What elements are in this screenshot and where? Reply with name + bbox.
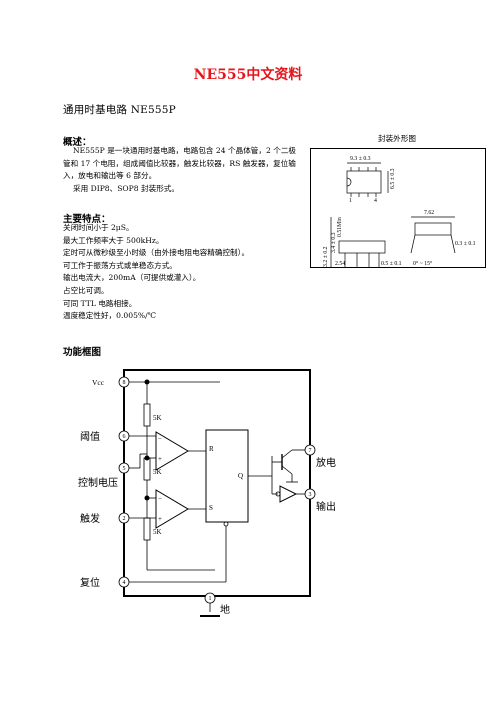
pin-number: 5 xyxy=(123,466,126,472)
label-resistor: 5K xyxy=(153,414,162,422)
page-subtitle: 通用时基电路 NE555P xyxy=(63,104,176,116)
label-vcc: Vcc xyxy=(92,378,105,387)
feature-item: 可同 TTL 电路相接。 xyxy=(63,298,137,308)
label-ff-r: R xyxy=(209,445,214,453)
features-list: 关闭时间小于 2μS。 最大工作频率大于 500kHz。 定时可从微秒级至小时级… xyxy=(63,222,249,323)
dim-row-spacing: 7.62 xyxy=(424,210,434,216)
package-drawing: 9.3 ± 0.3 6.5 ± 0.3 1 4 7.62 3.2 ± 0.2 3… xyxy=(310,148,486,268)
threshold-comparator xyxy=(155,431,189,471)
overview-heading: 概述： xyxy=(63,137,92,148)
functional-diagram-heading: 功能框图 xyxy=(63,347,102,358)
label-ff-q: Q xyxy=(238,472,243,480)
package-outline-svg: 9.3 ± 0.3 6.5 ± 0.3 1 4 7.62 3.2 ± 0.2 3… xyxy=(323,156,476,267)
dim-body-height: 3.4 ± 0.3 xyxy=(331,232,337,253)
label-resistor: 5K xyxy=(153,528,162,536)
pin-number: 2 xyxy=(123,516,126,522)
pin-ground xyxy=(204,592,216,604)
pin-discharge xyxy=(304,444,316,456)
dim-lead-thickness: 0.3 ± 0.1 xyxy=(455,241,476,247)
label-resistor: 5K xyxy=(153,468,162,476)
features-heading: 主要特点： xyxy=(63,214,111,225)
overview-paragraph: NE555P 是一块通用时基电路，电路包含 24 个晶体管，2 个二极管和 17… xyxy=(63,146,297,181)
pin-reset xyxy=(118,576,130,588)
feature-item: 占空比可调。 xyxy=(63,285,109,295)
feature-item: 关闭时间小于 2μS。 xyxy=(63,223,134,232)
dim-pitch: 2.54 xyxy=(335,261,345,267)
package-notch xyxy=(346,177,352,187)
label-ff-s: S xyxy=(209,504,213,512)
pin-number: 7 xyxy=(309,448,312,454)
feature-item: 可工作于振荡方式或单稳态方式。 xyxy=(63,260,177,270)
label-control-voltage: 控制电压 xyxy=(78,476,118,489)
package-caption: 封装外形图 xyxy=(378,134,416,143)
dim-body-length: 9.3 ± 0.3 xyxy=(350,156,371,162)
dim-lead-width: 0.5 ± 0.1 xyxy=(381,261,402,267)
feature-item: 定时可从微秒级至小时级（由外接电阻电容精确控制）。 xyxy=(63,248,250,258)
label-trigger: 触发 xyxy=(80,512,100,525)
page-title: NE555中文资料 xyxy=(193,67,303,83)
pin-number: 8 xyxy=(123,380,126,386)
pin-number: 6 xyxy=(123,434,126,440)
comparator-plus: + xyxy=(158,515,162,523)
feature-item: 温度稳定性好，0.005%/℃ xyxy=(63,311,157,321)
divider-resistor-middle xyxy=(143,457,151,481)
overview-package-note: 采用 DIP8、SOP8 封装形式。 xyxy=(73,184,179,193)
pin-trigger xyxy=(118,512,130,524)
dim-body-width: 6.5 ± 0.3 xyxy=(390,168,396,189)
output-buffer xyxy=(279,485,298,503)
dim-pin4: 4 xyxy=(374,198,377,204)
dim-lead-height: 3.2 ± 0.2 xyxy=(323,246,329,267)
label-ground: 地 xyxy=(220,603,230,616)
pin-vcc xyxy=(118,376,130,388)
label-reset: 复位 xyxy=(80,576,100,589)
pin-control xyxy=(118,462,130,474)
divider-resistor-lower xyxy=(143,517,151,541)
trigger-comparator xyxy=(155,489,189,529)
divider-resistor-upper xyxy=(143,403,151,427)
pin-number: 4 xyxy=(123,580,126,586)
pin-output xyxy=(304,488,316,500)
functional-block-diagram: 8 6 5 2 4 1 7 3 Vcc 阈值 控制电压 触发 复位 地 放电 输… xyxy=(78,369,336,617)
comparator-plus: + xyxy=(158,455,162,463)
package-top-body xyxy=(346,170,382,194)
feature-item: 输出电流大，200mA（可提供或灌入）。 xyxy=(63,273,201,283)
pin-threshold xyxy=(118,430,130,442)
label-discharge: 放电 xyxy=(316,456,336,469)
label-threshold: 阈值 xyxy=(80,430,100,443)
pin-number: 3 xyxy=(309,492,312,498)
comparator-minus: − xyxy=(158,435,162,443)
dim-angle: 0° ~ 15° xyxy=(413,260,433,267)
feature-item: 最大工作频率大于 500kHz。 xyxy=(63,235,164,245)
dim-pin1: 1 xyxy=(349,198,352,204)
chip-outline xyxy=(123,369,311,597)
dim-seating: 0.51Min xyxy=(337,217,343,237)
label-output: 输出 xyxy=(316,500,336,513)
pin-number: 1 xyxy=(209,596,212,602)
comparator-minus: − xyxy=(158,495,162,503)
